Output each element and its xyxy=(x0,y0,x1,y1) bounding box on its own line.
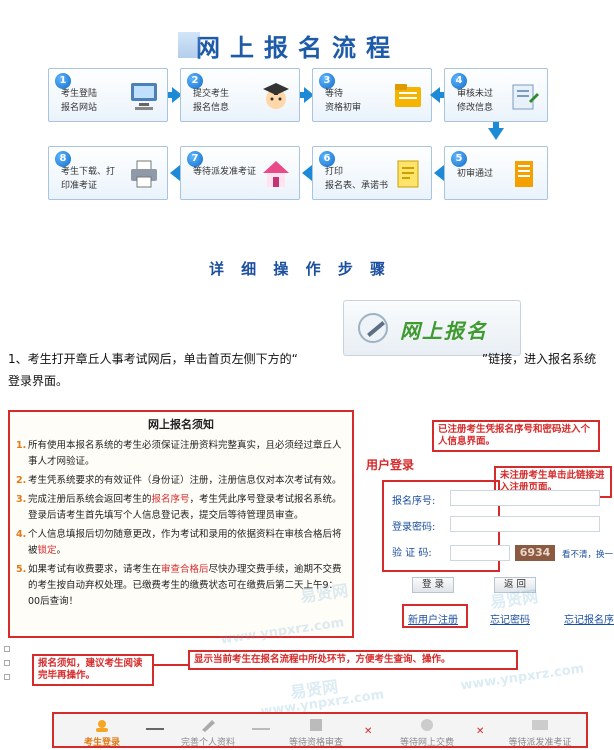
captcha-image[interactable]: 6934 xyxy=(515,545,555,561)
progress-step-profile[interactable]: 完善个人资料 xyxy=(166,718,250,748)
flow-step-1: 1 考生登陆报名网站 xyxy=(48,68,168,122)
step-line: 印准考证 xyxy=(61,181,98,191)
serial-label: 报名序号: xyxy=(392,496,436,507)
edit-icon xyxy=(512,84,539,110)
flow-step-8: 8 考生下载、打印准考证 xyxy=(48,146,168,200)
callout-read-notice: 报名须知，建议考生阅读完毕再操作。 xyxy=(32,654,154,686)
banner-label: 网上报名 xyxy=(400,319,488,343)
progress-step-admission-ticket[interactable]: 等待派发准考证 xyxy=(494,718,586,748)
step-number: 1 xyxy=(55,73,71,89)
step-number: 5 xyxy=(451,151,467,167)
step-line: 等待 xyxy=(325,89,344,99)
step-line: 资格初审 xyxy=(325,103,362,113)
flow-step-5: 5 初审通过 xyxy=(444,146,548,200)
ticket-icon xyxy=(532,720,548,730)
step-number: 6 xyxy=(319,151,335,167)
flow-arrow-down xyxy=(488,128,504,140)
forgot-password-link[interactable]: 忘记密码 xyxy=(490,615,530,626)
paragraph-after: ”链接，进入报名系统登录界面。 xyxy=(8,352,597,388)
step-line: 报名信息 xyxy=(193,103,230,113)
password-label: 登录密码: xyxy=(392,522,436,533)
flow-arrow xyxy=(172,87,182,103)
pen-icon xyxy=(358,313,388,343)
progress-step-review[interactable]: 等待资格审查 xyxy=(272,718,360,748)
flow-step-2: 2 提交考生报名信息 xyxy=(180,68,300,122)
pencil-icon xyxy=(202,720,215,732)
flow-arrow xyxy=(434,165,444,181)
printer-icon xyxy=(131,160,157,188)
user-icon xyxy=(96,720,108,732)
step-line: 考生登陆 xyxy=(61,89,98,99)
login-button[interactable]: 登 录 xyxy=(412,577,454,593)
progress-step-payment[interactable]: 等待网上交费 xyxy=(382,718,472,748)
flow-step-6: 6 打印报名表、承诺书 xyxy=(312,146,432,200)
notice-item: 1.所有使用本报名系统的考生必须保证注册资料完整真实，且必须经过章丘人事人才网验… xyxy=(16,440,342,467)
signup-notice-panel: 网上报名须知 1.所有使用本报名系统的考生必须保证注册资料完整真实，且必须经过章… xyxy=(8,410,354,638)
flow-step-3: 3 等待资格初审 xyxy=(312,68,432,122)
password-input[interactable] xyxy=(450,516,600,532)
computer-icon xyxy=(131,83,157,110)
captcha-input[interactable] xyxy=(450,545,510,561)
flow-step-7: 7 等待派发准考证 xyxy=(180,146,300,200)
step-line: 考生下载、打 xyxy=(61,167,116,177)
step-number: 2 xyxy=(187,73,203,89)
cross-icon: ✕ xyxy=(364,726,373,737)
graduate-icon xyxy=(263,83,289,109)
notice-item: 3.完成注册后系统会返回考生的报名序号，考生凭此序号登录考试报名系统。登录后请考… xyxy=(16,494,342,521)
notice-item: 4.个人信息填报后切勿随意更改，作为考试和录用的依据资料在审核合格后将被锁定。 xyxy=(16,529,342,556)
step-number: 3 xyxy=(319,73,335,89)
step-number: 7 xyxy=(187,151,203,167)
code-label: 验 证 码: xyxy=(392,548,432,559)
callout-registered: 已注册考生凭报名序号和密码进入个人信息界面。 xyxy=(432,420,600,452)
cross-icon: ✕ xyxy=(476,726,485,737)
online-signup-banner[interactable]: 网上报名 xyxy=(343,300,521,356)
step-line: 初审通过 xyxy=(457,169,494,179)
flow-title: 网上报名流程 xyxy=(178,28,408,62)
watermark-text: 易贤网 xyxy=(489,586,540,613)
login-title: 用户登录 xyxy=(366,458,415,472)
step-line: 等待派发准考证 xyxy=(193,167,257,177)
detail-title: 详 细 操 作 步 骤 xyxy=(208,260,392,278)
step-number: 8 xyxy=(55,151,71,167)
notice-item: 2.考生凭系统要求的有效证件（身份证）注册，注册信息仅对本次考试有效。 xyxy=(16,475,342,486)
back-button[interactable]: 返 回 xyxy=(494,577,536,593)
folder-icon xyxy=(395,84,421,107)
step-line: 打印 xyxy=(325,167,344,177)
coin-icon xyxy=(421,719,433,731)
flow-arrow xyxy=(302,165,312,181)
document-icon xyxy=(310,719,322,731)
forgot-serial-link[interactable]: 忘记报名序 xyxy=(564,615,614,626)
instruction-paragraph: 1、考生打开章丘人事考试网后，单击首页左侧下方的“”链接，进入报名系统登录界面。 xyxy=(8,348,608,392)
step-number: 4 xyxy=(451,73,467,89)
house-icon xyxy=(263,161,289,187)
flow-arrow xyxy=(170,165,180,181)
flow-arrow xyxy=(304,87,314,103)
step-line: 报名表、承诺书 xyxy=(325,181,389,191)
progress-step-login[interactable]: 考生登录 xyxy=(60,718,144,748)
flow-arrow xyxy=(430,87,440,103)
step-line: 审核未过 xyxy=(457,89,494,99)
step-line: 修改信息 xyxy=(457,103,494,113)
serial-input[interactable] xyxy=(450,490,600,506)
captcha-refresh-link[interactable]: 看不清，换一 xyxy=(562,550,614,560)
flow-step-4: 4 审核未过修改信息 xyxy=(444,68,548,122)
step-line: 提交考生 xyxy=(193,89,230,99)
notice-item: 5.如果考试有收费要求，请考生在审查合格后尽快办理交费手续，逾期不交费的考生按自… xyxy=(16,564,342,607)
new-user-register-link[interactable]: 新用户注册 xyxy=(408,615,458,626)
notice-heading: 网上报名须知 xyxy=(148,418,214,431)
step-line: 报名网站 xyxy=(61,103,98,113)
paragraph-before: 1、考生打开章丘人事考试网后，单击首页左侧下方的“ xyxy=(8,352,298,366)
new-user-highlight xyxy=(402,604,468,628)
callout-progress-note: 显示当前考生在报名流程中所处环节，方便考生查询、操作。 xyxy=(188,650,518,670)
registration-progress-bar: 考生登录 完善个人资料 等待资格审查 ✕ 等待网上交费 ✕ 等待派发准考证 xyxy=(52,712,588,748)
pass-icon xyxy=(515,161,533,187)
document-icon xyxy=(397,160,419,188)
